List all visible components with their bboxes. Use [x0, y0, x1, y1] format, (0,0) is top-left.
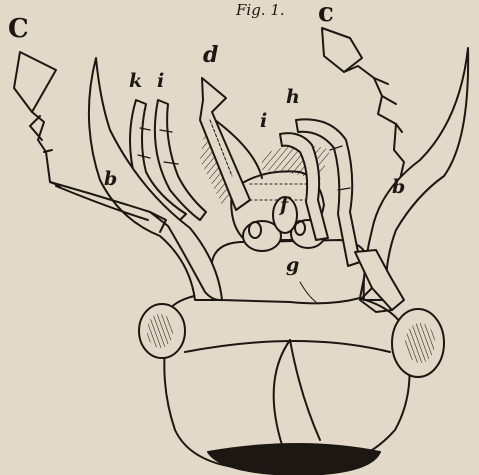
label-b-left: b: [104, 170, 117, 189]
head-suture-right: [290, 340, 320, 440]
label-c-left: C: [8, 16, 29, 42]
label-f: f: [280, 196, 288, 215]
occipital-opening: [208, 444, 380, 475]
head-capsule: [164, 292, 409, 468]
label-b-right: b: [392, 178, 405, 197]
label-c-right: c: [318, 0, 334, 26]
label-h: h: [286, 88, 300, 107]
head-suture-left: [274, 340, 290, 445]
left-antenna-club: [14, 52, 56, 112]
right-antenna-club: [322, 28, 362, 72]
label-g: g: [286, 256, 299, 275]
label-k: k: [129, 72, 142, 91]
label-i-center: i: [260, 112, 267, 131]
label-i-left: i: [157, 72, 164, 91]
figure-caption: Fig. 1.: [236, 3, 285, 18]
label-d: d: [203, 44, 218, 66]
